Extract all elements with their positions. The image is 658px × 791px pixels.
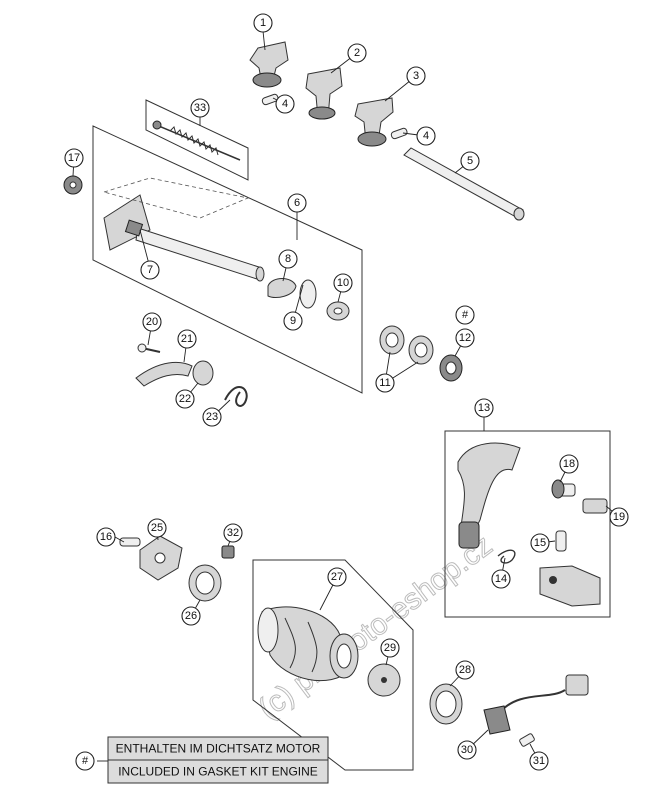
- callout-12-label: 12: [459, 332, 471, 344]
- callout-30: 30: [457, 740, 477, 760]
- callout-31: 31: [529, 751, 549, 771]
- callout-8: 8: [278, 249, 298, 269]
- callout-21: 21: [177, 329, 197, 349]
- callout-22: 22: [175, 389, 195, 409]
- callout-22-label: 22: [179, 393, 191, 405]
- callout-12: 12: [455, 328, 475, 348]
- fork-shaft-5-part: [403, 147, 525, 221]
- callout-28: 28: [455, 660, 475, 680]
- callout-11: 11: [375, 373, 395, 393]
- shift-shaft-6-part: [103, 194, 265, 282]
- frame-spring-33: [145, 99, 249, 181]
- callout-23-label: 23: [206, 411, 218, 423]
- callout-16: 16: [96, 527, 116, 547]
- legend-hash-label: #: [82, 755, 89, 767]
- callout-18: 18: [559, 454, 579, 474]
- callout-19-label: 19: [613, 511, 625, 523]
- callout-9-label: 9: [290, 315, 296, 327]
- callout-23: 23: [202, 407, 222, 427]
- callout-26: 26: [181, 606, 201, 626]
- callout-14-label: 14: [495, 573, 507, 585]
- shift-drum-27-part: [257, 606, 401, 697]
- callout-32: 32: [223, 523, 243, 543]
- callout-13: 13: [474, 398, 494, 418]
- frame-shift-drum-group: [252, 559, 414, 771]
- callout-7: 7: [140, 260, 160, 280]
- shift-fork-2-part: [305, 67, 343, 120]
- frame-shift-shaft-group: [92, 125, 363, 394]
- bearings-11-part: [379, 325, 463, 382]
- callout-2: 2: [347, 43, 367, 63]
- callout-6: 6: [287, 193, 307, 213]
- part-17-part: [63, 175, 83, 195]
- callout-17: 17: [64, 148, 84, 168]
- callout-29: 29: [380, 638, 400, 658]
- legend-hash-badge: #: [75, 751, 95, 771]
- callout-16-label: 16: [100, 531, 112, 543]
- callout-hash-12: #: [455, 305, 475, 325]
- callout-11-label: 11: [379, 377, 390, 389]
- callout-25: 25: [147, 518, 167, 538]
- callout-27: 27: [327, 567, 347, 587]
- callout-2-label: 2: [354, 47, 360, 59]
- fork-pin-4b-part: [390, 127, 408, 140]
- shift-fork-1-part: [249, 41, 289, 88]
- frame-shift-lever-group: [444, 430, 611, 618]
- callout-4a-label: 4: [282, 98, 288, 110]
- callout-10-label: 10: [337, 277, 349, 289]
- shift-fork-3-part: [354, 97, 394, 147]
- callout-15-label: 15: [534, 537, 546, 549]
- callout-15: 15: [530, 533, 550, 553]
- callout-33: 33: [190, 98, 210, 118]
- callout-1: 1: [253, 13, 273, 33]
- shift-lever-13-part: [457, 442, 608, 607]
- callout-1-label: 1: [260, 17, 266, 29]
- callout-30-label: 30: [461, 744, 473, 756]
- callout-6-label: 6: [294, 197, 300, 209]
- parts-16-25-26-32-part: [119, 535, 235, 602]
- callout-hash-12-label: #: [462, 309, 469, 321]
- callout-33-label: 33: [194, 102, 206, 114]
- callout-4b: 4: [416, 126, 436, 146]
- callout-8-label: 8: [285, 253, 291, 265]
- callout-21-label: 21: [181, 333, 193, 345]
- callout-7-label: 7: [147, 264, 153, 276]
- callout-4b-label: 4: [423, 130, 429, 142]
- callout-26-label: 26: [185, 610, 197, 622]
- callout-25-label: 25: [151, 522, 163, 534]
- legend-line-en: INCLUDED IN GASKET KIT ENGINE: [118, 765, 318, 779]
- fork-pin-4a-part: [261, 93, 279, 106]
- callout-9: 9: [283, 311, 303, 331]
- callout-3-label: 3: [413, 70, 419, 82]
- parts-28-30-31-part: [429, 674, 589, 747]
- callout-13-label: 13: [478, 402, 490, 414]
- callout-5-label: 5: [467, 155, 473, 167]
- callout-20: 20: [142, 312, 162, 332]
- callout-3: 3: [406, 66, 426, 86]
- parts-20-23-part: [135, 343, 248, 407]
- callout-10: 10: [333, 273, 353, 293]
- callout-4a: 4: [275, 94, 295, 114]
- callout-32-label: 32: [227, 527, 239, 539]
- callout-31-label: 31: [533, 755, 545, 767]
- spring-33-part: [152, 120, 241, 161]
- callout-18-label: 18: [563, 458, 575, 470]
- legend-line-de: ENTHALTEN IM DICHTSATZ MOTOR: [116, 742, 321, 756]
- callout-29-label: 29: [384, 642, 396, 654]
- callout-5: 5: [460, 151, 480, 171]
- callout-14: 14: [491, 569, 511, 589]
- callout-19: 19: [609, 507, 629, 527]
- shaft-parts-8-10-part: [267, 278, 350, 321]
- legend: # ENTHALTEN IM DICHTSATZ MOTOR INCLUDED …: [75, 736, 329, 784]
- callout-17-label: 17: [68, 152, 80, 164]
- callout-27-label: 27: [331, 571, 343, 583]
- callout-28-label: 28: [459, 664, 471, 676]
- callout-20-label: 20: [146, 316, 158, 328]
